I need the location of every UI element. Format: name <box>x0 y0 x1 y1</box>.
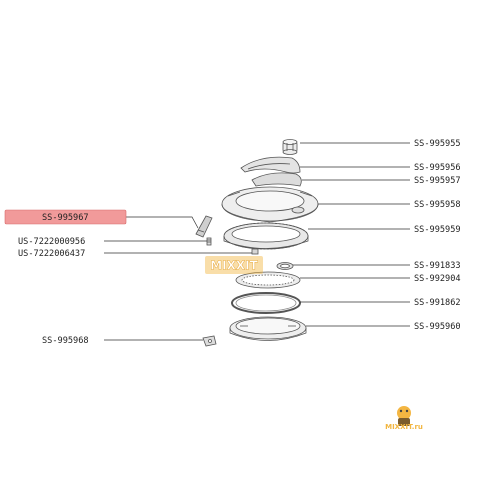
part-labels: SS-995955SS-995956SS-995957SS-995958SS-9… <box>4 139 461 346</box>
sealing-ring-part <box>231 292 301 314</box>
part-label-ss-995955[interactable]: SS-995955 <box>414 139 461 149</box>
part-label-ss-995968[interactable]: SS-995968 <box>42 336 89 346</box>
filter-plate-part <box>235 271 301 289</box>
handle-cover-part <box>240 156 301 174</box>
handle-frame-part <box>251 172 302 187</box>
part-label-ss-995959[interactable]: SS-995959 <box>414 225 461 235</box>
inner-lid-part <box>229 316 307 341</box>
leader-line-ss-995967 <box>126 216 199 229</box>
watermark-corner-text: MIXXIT.ru <box>385 423 423 431</box>
exploded-assembly <box>195 139 319 347</box>
lever-part <box>195 215 213 238</box>
part-label-ss-995956[interactable]: SS-995956 <box>414 163 461 173</box>
leader-lines <box>104 142 410 341</box>
part-label-ss-995967[interactable]: SS-995967 <box>42 213 89 223</box>
small-gasket-part <box>276 262 294 270</box>
gear-ring-part <box>223 222 309 250</box>
valve-cap-part <box>282 139 298 155</box>
part-label-ss-992904[interactable]: SS-992904 <box>414 274 461 284</box>
part-label-us-7222000956[interactable]: US-7222000956 <box>18 237 85 247</box>
watermark-center-text: MIXXIT <box>210 259 258 273</box>
lid-top-part <box>221 186 319 223</box>
pin-part <box>251 248 259 255</box>
spring-part <box>206 237 212 246</box>
part-label-ss-991833[interactable]: SS-991833 <box>414 261 461 271</box>
part-label-ss-995960[interactable]: SS-995960 <box>414 322 461 332</box>
part-label-us-7222006437[interactable]: US-7222006437 <box>18 249 85 259</box>
clip-part <box>202 335 217 347</box>
highlight-box <box>4 209 127 225</box>
watermark-corner: MIXXIT.ru <box>385 406 423 431</box>
part-label-ss-995958[interactable]: SS-995958 <box>414 200 461 210</box>
watermark: MIXXIT <box>205 256 263 274</box>
part-label-ss-991862[interactable]: SS-991862 <box>414 298 461 308</box>
part-label-ss-995957[interactable]: SS-995957 <box>414 176 461 186</box>
